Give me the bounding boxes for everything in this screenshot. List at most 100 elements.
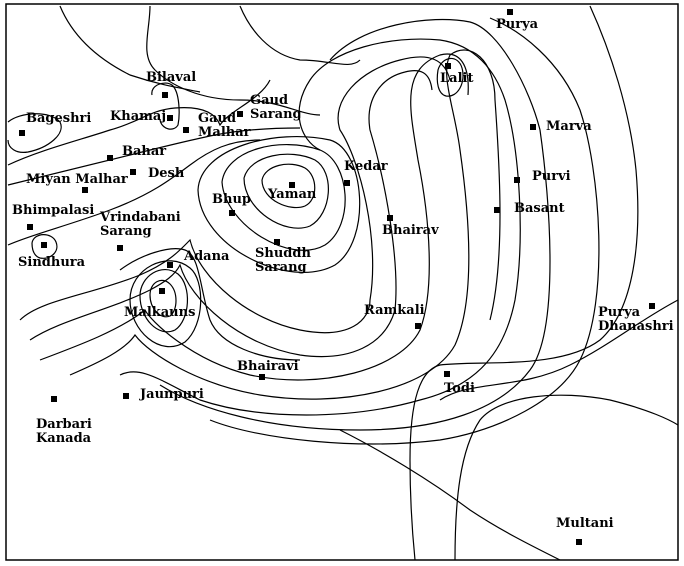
raga-label-bhairavi: Bhairavi xyxy=(237,359,299,374)
contour-line xyxy=(31,234,58,259)
raga-label-line: Gaud xyxy=(250,93,288,108)
raga-label-line: Malhar xyxy=(198,125,251,140)
raga-marker-jaunpuri xyxy=(123,393,129,399)
raga-label-desh: Desh xyxy=(148,166,185,181)
contour-line xyxy=(261,163,316,209)
raga-label-bahar: Bahar xyxy=(122,144,166,159)
raga-label-line: Bhup xyxy=(212,192,251,207)
raga-label-line: Ramkali xyxy=(364,303,425,318)
raga-label-line: Kedar xyxy=(344,159,388,174)
raga-label-sindhura: Sindhura xyxy=(18,255,86,270)
contour-line xyxy=(151,82,180,130)
raga-marker-darbari-kanada xyxy=(51,396,57,402)
raga-marker-purya xyxy=(507,9,513,15)
raga-label-line: Bhairav xyxy=(382,223,439,238)
raga-label-ramkali: Ramkali xyxy=(364,303,425,318)
raga-label-line: Marva xyxy=(546,119,592,134)
raga-label-line: Kanada xyxy=(36,431,92,446)
raga-marker-desh xyxy=(130,169,136,175)
contour-line xyxy=(7,113,62,153)
raga-label-marva: Marva xyxy=(546,119,592,134)
raga-label-purvi: Purvi xyxy=(532,169,571,184)
contour-line xyxy=(119,248,301,361)
raga-label-line: Multani xyxy=(556,516,614,531)
raga-label-line: Miyan Malhar xyxy=(26,172,128,187)
raga-marker-lalit xyxy=(445,63,451,69)
raga-label-line: Shuddh xyxy=(255,246,311,261)
raga-label-line: Basant xyxy=(514,201,565,216)
contour-line xyxy=(439,299,679,401)
raga-label-multani: Multani xyxy=(556,516,614,531)
contour-lines xyxy=(7,5,679,561)
raga-marker-vrindabani-sarang xyxy=(117,245,123,251)
raga-label-bageshri: Bageshri xyxy=(26,111,91,126)
raga-label-kedar: Kedar xyxy=(344,159,388,174)
raga-marker-ramkali xyxy=(415,323,421,329)
contour-line xyxy=(119,38,521,416)
raga-label-yaman: Yaman xyxy=(267,187,317,202)
raga-marker-multani xyxy=(576,539,582,545)
raga-label-bilaval: Bilaval xyxy=(146,70,196,85)
raga-marker-bahar xyxy=(107,155,113,161)
raga-label-line: Jaunpuri xyxy=(139,387,204,402)
raga-marker-yaman xyxy=(289,182,295,188)
raga-label-bhimpalasi: Bhimpalasi xyxy=(12,203,94,218)
raga-label-line: Purvi xyxy=(532,169,571,184)
raga-label-line: Dhanashri xyxy=(598,319,674,334)
raga-marker-kedar xyxy=(344,180,350,186)
raga-label-line: Bhimpalasi xyxy=(12,203,94,218)
raga-label-line: Sarang xyxy=(250,107,302,122)
raga-label-line: Bhairavi xyxy=(237,359,299,374)
contour-line xyxy=(7,127,301,186)
raga-marker-malkauns xyxy=(159,288,165,294)
contour-line xyxy=(409,5,639,561)
raga-label-line: Purya xyxy=(598,305,641,320)
contour-line xyxy=(7,79,271,166)
raga-marker-gaud-malhar xyxy=(183,127,189,133)
contour-line xyxy=(139,269,189,333)
raga-marker-bhup xyxy=(229,210,235,216)
raga-label-bhup: Bhup xyxy=(212,192,251,207)
contour-line xyxy=(339,429,561,561)
raga-marker-shuddh-sarang xyxy=(274,239,280,245)
contour-line xyxy=(39,53,469,381)
raga-marker-purya-dhanashri xyxy=(649,303,655,309)
raga-label-line: Sarang xyxy=(100,224,152,239)
raga-label-line: Bilaval xyxy=(146,70,196,85)
raga-markers xyxy=(19,9,655,545)
raga-label-line: Bageshri xyxy=(26,111,91,126)
raga-marker-bilaval xyxy=(162,92,168,98)
raga-label-adana: Adana xyxy=(183,249,230,264)
raga-label-line: Purya xyxy=(496,17,539,32)
contour-line xyxy=(239,5,361,66)
raga-marker-khamaj xyxy=(167,115,173,121)
contour-line xyxy=(7,139,261,246)
raga-label-line: Bahar xyxy=(122,144,166,159)
raga-label-line: Desh xyxy=(148,166,185,181)
raga-label-todi: Todi xyxy=(444,381,475,396)
raga-marker-bhairavi xyxy=(259,374,265,380)
raga-label-bhairav: Bhairav xyxy=(382,223,439,238)
raga-marker-gaud-sarang xyxy=(237,111,243,117)
raga-label-line: Malkauns xyxy=(124,305,195,320)
raga-label-line: Darbari xyxy=(36,417,92,432)
raga-label-malkauns: Malkauns xyxy=(124,305,195,320)
raga-label-basant: Basant xyxy=(514,201,565,216)
raga-marker-bageshri xyxy=(19,130,25,136)
raga-label-line: Yaman xyxy=(267,187,317,202)
raga-marker-adana xyxy=(167,262,173,268)
contour-line xyxy=(221,143,346,251)
raga-marker-basant xyxy=(494,207,500,213)
contour-line xyxy=(197,135,361,273)
contour-line xyxy=(436,57,464,97)
raga-label-line: Todi xyxy=(444,381,475,396)
raga-label-purya: Purya xyxy=(496,17,539,32)
map-border xyxy=(5,3,679,561)
contour-line xyxy=(129,260,202,348)
